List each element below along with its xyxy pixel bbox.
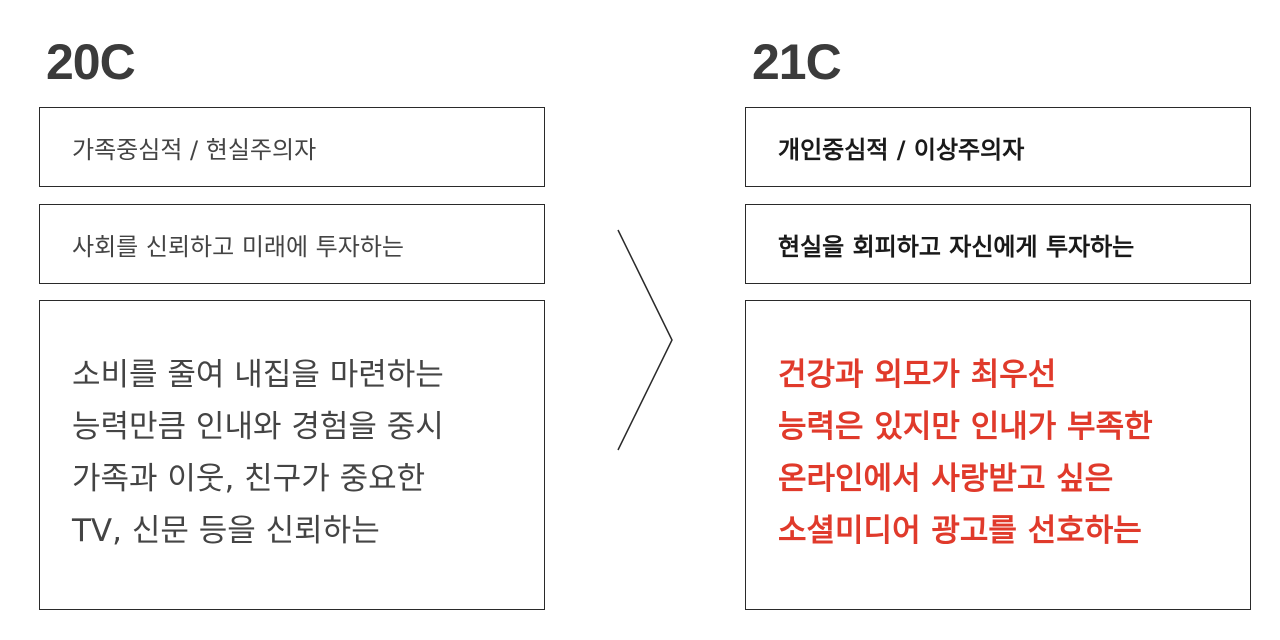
right-detail-line-2: 능력은 있지만 인내가 부족한 xyxy=(778,409,1153,445)
left-attitude-text: 사회를 신뢰하고 미래에 투자하는 xyxy=(72,232,405,261)
chevron-right-icon xyxy=(617,229,673,451)
right-detail-line-4: 소셜미디어 광고를 선호하는 xyxy=(778,513,1142,549)
right-era-title: 21C xyxy=(752,34,842,90)
left-attitude-box: 사회를 신뢰하고 미래에 투자하는 xyxy=(39,204,545,284)
left-details-box: 소비를 줄여 내집을 마련하는 능력만큼 인내와 경험을 중시 가족과 이웃, … xyxy=(39,300,545,610)
left-era-title: 20C xyxy=(46,34,136,90)
left-traits-text: 가족중심적 / 현실주의자 xyxy=(72,135,317,164)
right-attitude-text: 현실을 회피하고 자신에게 투자하는 xyxy=(778,232,1135,261)
right-traits-box: 개인중심적 / 이상주의자 xyxy=(745,107,1251,187)
right-details-box: 건강과 외모가 최우선 능력은 있지만 인내가 부족한 온라인에서 사랑받고 싶… xyxy=(745,300,1251,610)
right-attitude-box: 현실을 회피하고 자신에게 투자하는 xyxy=(745,204,1251,284)
left-detail-line-1: 소비를 줄여 내집을 마련하는 xyxy=(72,357,444,393)
left-details-list: 소비를 줄여 내집을 마련하는 능력만큼 인내와 경험을 중시 가족과 이웃, … xyxy=(72,349,528,557)
right-details-list: 건강과 외모가 최우선 능력은 있지만 인내가 부족한 온라인에서 사랑받고 싶… xyxy=(778,349,1234,557)
right-detail-line-3: 온라인에서 사랑받고 싶은 xyxy=(778,461,1114,497)
left-traits-box: 가족중심적 / 현실주의자 xyxy=(39,107,545,187)
right-detail-line-1: 건강과 외모가 최우선 xyxy=(778,357,1057,393)
left-detail-line-3: 가족과 이웃, 친구가 중요한 xyxy=(72,461,426,497)
right-traits-text: 개인중심적 / 이상주의자 xyxy=(778,135,1025,164)
left-detail-line-4: TV, 신문 등을 신뢰하는 xyxy=(72,513,380,549)
left-detail-line-2: 능력만큼 인내와 경험을 중시 xyxy=(72,409,444,445)
